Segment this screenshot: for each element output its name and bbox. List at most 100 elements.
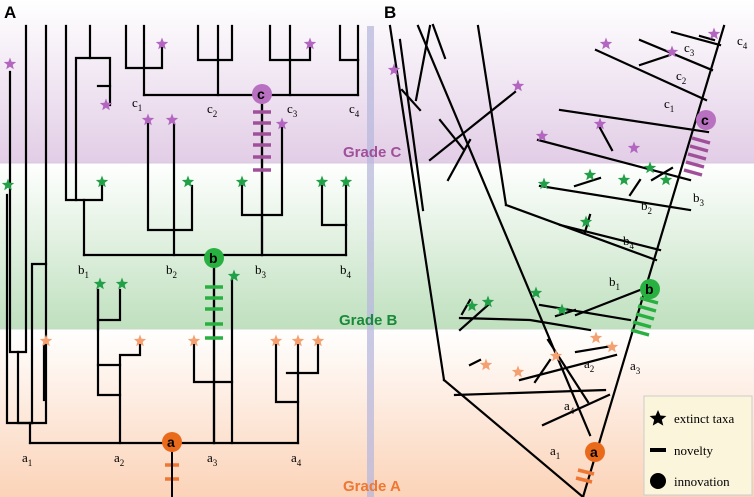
extinct-taxon-star-c-8 — [387, 63, 401, 76]
panel-a-node-b: b — [204, 248, 224, 268]
svg-text:b1: b1 — [609, 274, 620, 292]
extinct-taxon-star-b-12 — [617, 173, 631, 186]
svg-text:c: c — [701, 112, 709, 128]
svg-text:a2: a2 — [584, 356, 594, 374]
legend-novelty-item: novelty — [650, 443, 713, 458]
extinct-taxon-star-c-3 — [303, 37, 317, 50]
grade-c-label: Grade C — [343, 144, 402, 161]
grade-b-band — [0, 163, 754, 329]
extinct-taxon-star-b-10 — [537, 177, 551, 190]
legend-star-item: extinct taxa — [649, 410, 735, 426]
extinct-taxon-star-c-14 — [593, 117, 607, 130]
extinct-taxon-star-b-5 — [315, 175, 329, 188]
svg-text:a4: a4 — [564, 398, 575, 416]
extinct-taxon-star-c-9 — [511, 79, 525, 92]
legend-innovation-item: innovation — [650, 473, 730, 489]
extinct-taxon-star-c-10 — [599, 37, 613, 50]
extinct-taxon-star-b-7 — [93, 277, 107, 290]
svg-text:c1: c1 — [132, 95, 142, 113]
svg-text:a1: a1 — [550, 443, 560, 461]
svg-text:novelty: novelty — [674, 443, 713, 458]
panel-a-tip-labels: c1 c2 c3 c4 b1 b2 b3 b4 a1 a2 a3 a4 — [22, 95, 360, 468]
svg-text:c4: c4 — [737, 33, 748, 51]
svg-text:b2: b2 — [166, 262, 177, 280]
panel-b-node-a: a — [585, 442, 605, 462]
extinct-taxon-star-c-7 — [275, 117, 289, 130]
svg-text:b3: b3 — [693, 190, 705, 208]
extinct-taxon-star-c-5 — [141, 113, 155, 126]
extinct-taxon-star-b-4 — [235, 175, 249, 188]
svg-text:b: b — [209, 250, 218, 266]
extinct-taxon-star-b-6 — [339, 175, 353, 188]
svg-text:c3: c3 — [287, 101, 298, 119]
extinct-taxon-star-b-9 — [227, 269, 241, 282]
grade-a-band — [0, 329, 754, 497]
panel-b-node-b: b — [640, 279, 660, 299]
legend: extinct taxa novelty innovation — [643, 395, 753, 496]
panel-b-tree — [388, 23, 726, 497]
extinct-taxon-star-a-5 — [291, 334, 305, 347]
dash-icon — [650, 448, 666, 452]
extinct-taxon-star-a-8 — [511, 365, 525, 378]
svg-text:c2: c2 — [676, 68, 686, 86]
svg-text:innovation: innovation — [674, 474, 730, 489]
extinct-taxon-star-c-4 — [99, 98, 113, 111]
extinct-taxon-star-b-8 — [115, 277, 129, 290]
svg-text:c: c — [257, 86, 265, 102]
extinct-taxon-star-a-11 — [605, 340, 619, 353]
svg-text:c4: c4 — [349, 101, 360, 119]
panel-divider — [367, 26, 374, 497]
extinct-taxon-star-b-11 — [583, 168, 597, 181]
extinct-taxon-star-a-2 — [133, 334, 147, 347]
svg-text:c3: c3 — [684, 40, 695, 58]
extinct-taxon-star-c-1 — [3, 57, 17, 70]
extinct-taxon-star-a-6 — [311, 334, 325, 347]
extinct-taxon-star-c-15 — [627, 141, 641, 154]
svg-text:a4: a4 — [291, 450, 302, 468]
extinct-taxon-star-c-12 — [707, 27, 721, 40]
extinct-taxon-star-c-6 — [165, 113, 179, 126]
grade-a-label: Grade A — [343, 478, 401, 495]
dot-icon — [650, 473, 666, 489]
grade-c-band — [0, 0, 754, 163]
extinct-taxon-star-b-3 — [181, 175, 195, 188]
panel-b-novelties — [575, 136, 711, 484]
panel-a-node-c: c — [252, 84, 272, 104]
extinct-taxon-star-a-4 — [269, 334, 283, 347]
svg-text:b4: b4 — [623, 233, 635, 251]
extinct-taxon-star-b-19 — [555, 303, 569, 316]
svg-text:c1: c1 — [664, 96, 674, 114]
grade-b-label: Grade B — [339, 312, 398, 329]
extinct-taxon-star-a-10 — [589, 331, 603, 344]
svg-text:b3: b3 — [255, 262, 267, 280]
extinct-taxon-star-b-17 — [481, 295, 495, 308]
extinct-taxon-star-a-3 — [187, 334, 201, 347]
extinct-taxon-star-b-16 — [465, 299, 479, 312]
panel-label-b: B — [384, 3, 396, 22]
star-icon — [649, 410, 667, 426]
extinct-taxon-star-b-15 — [579, 215, 593, 228]
svg-text:b2: b2 — [641, 198, 652, 216]
panel-b-node-c: c — [696, 110, 716, 130]
svg-text:c2: c2 — [207, 101, 217, 119]
svg-text:a3: a3 — [630, 358, 641, 376]
panel-label-a: A — [4, 3, 16, 22]
panel-b-tip-labels: c4 c3 c2 c1 b3 b2 b4 b1 a3 a2 a4 a1 — [550, 33, 748, 461]
svg-text:a2: a2 — [114, 450, 124, 468]
panel-a-node-a: a — [162, 432, 182, 452]
extinct-taxon-star-b-18 — [529, 286, 543, 299]
panel-a-novelties — [165, 110, 271, 497]
svg-text:b: b — [645, 281, 654, 297]
svg-text:a: a — [590, 444, 598, 460]
extinct-taxon-star-a-9 — [549, 349, 563, 362]
extinct-taxa-stars — [1, 27, 721, 378]
svg-text:b1: b1 — [78, 262, 89, 280]
extinct-taxon-star-a-7 — [479, 358, 493, 371]
extinct-taxon-star-b-1 — [1, 178, 15, 191]
svg-text:a3: a3 — [207, 450, 218, 468]
extinct-taxon-star-b-2 — [95, 175, 109, 188]
svg-text:a: a — [167, 434, 175, 450]
svg-text:extinct taxa: extinct taxa — [674, 411, 735, 426]
